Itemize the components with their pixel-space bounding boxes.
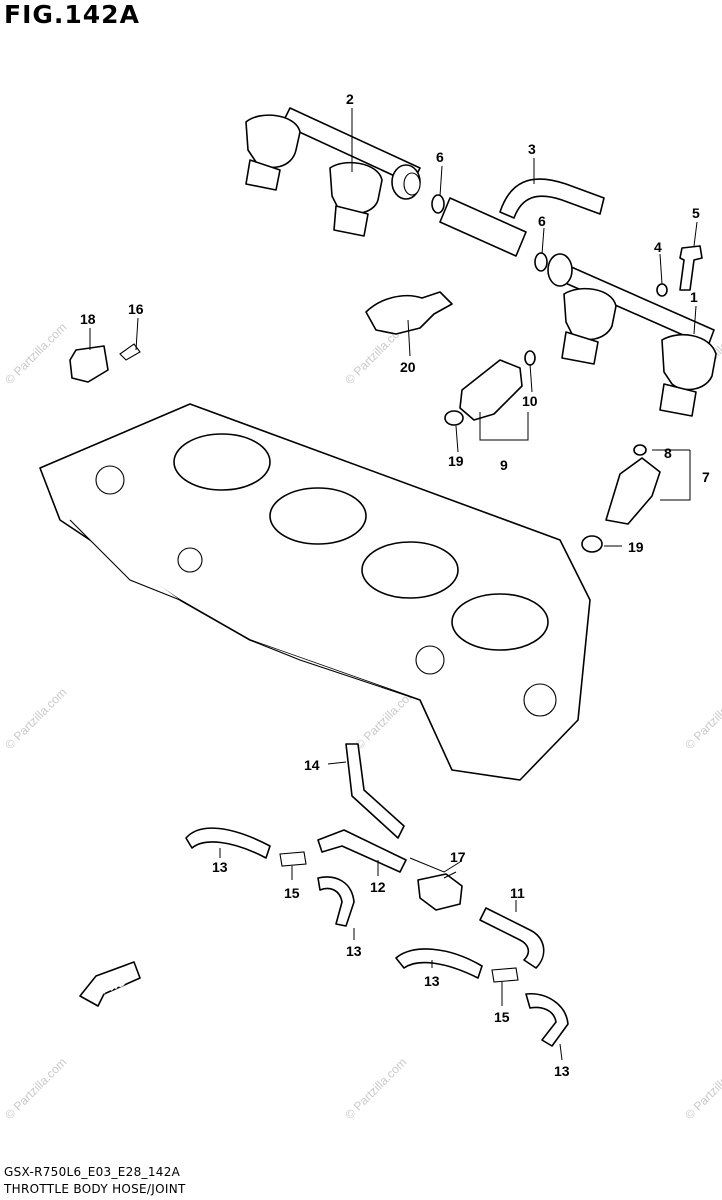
callout-label: 20 xyxy=(400,359,416,375)
injector xyxy=(605,457,661,525)
callout-label: 13 xyxy=(212,859,228,875)
callout-label: 8 xyxy=(664,445,672,461)
callout-label: 13 xyxy=(346,943,362,959)
screw xyxy=(119,343,141,361)
vacuum-hose xyxy=(395,948,483,979)
callout-label: 17 xyxy=(450,849,466,865)
callout-label: 16 xyxy=(128,301,144,317)
callout-label: 15 xyxy=(494,1009,510,1025)
figure-title: FIG.142A xyxy=(4,0,140,29)
callout-label: 7 xyxy=(702,469,710,485)
throttle-body xyxy=(39,403,591,781)
callouts: 2 6 3 6 5 4 1 16 18 20 10 19 9 8 7 19 14… xyxy=(80,91,710,1079)
washer xyxy=(656,283,668,297)
joint-fitting xyxy=(417,873,463,911)
footer-code: GSX-R750L6_E03_E28_142A xyxy=(4,1165,181,1179)
vacuum-hose xyxy=(479,907,545,969)
clamp xyxy=(365,291,453,335)
upper-delivery-pipe xyxy=(245,107,421,237)
vacuum-hose xyxy=(317,829,407,873)
callout-label: 10 xyxy=(522,393,538,409)
watermark: © Partzilla.com xyxy=(2,1055,69,1122)
callout-label: 14 xyxy=(304,757,320,773)
callout-label: 12 xyxy=(370,879,386,895)
vacuum-hose xyxy=(317,876,355,927)
fitting xyxy=(491,967,519,983)
watermark: © Partzilla.com xyxy=(342,1055,409,1122)
bolt xyxy=(679,245,703,291)
cushion xyxy=(581,535,603,553)
callout-label: 19 xyxy=(628,539,644,555)
fitting xyxy=(279,851,307,867)
callout-label: 1 xyxy=(690,289,698,305)
watermark: © Partzilla.com xyxy=(682,685,722,752)
o-ring xyxy=(524,350,536,366)
cushion xyxy=(444,410,464,426)
pipe-joint xyxy=(439,197,527,257)
callout-label: 15 xyxy=(284,885,300,901)
callout-label: 9 xyxy=(500,457,508,473)
callout-label: 19 xyxy=(448,453,464,469)
callout-label: 5 xyxy=(692,205,700,221)
fwd-arrow: FWD xyxy=(79,961,141,1007)
o-ring xyxy=(431,194,445,214)
callout-label: 13 xyxy=(424,973,440,989)
vacuum-hose xyxy=(525,993,569,1047)
o-ring xyxy=(534,252,548,272)
watermark: © Partzilla.com xyxy=(2,320,69,387)
watermark: © Partzilla.com xyxy=(682,1055,722,1122)
callout-label: 6 xyxy=(436,149,444,165)
injector xyxy=(459,359,523,421)
callout-label: 13 xyxy=(554,1063,570,1079)
sensor xyxy=(69,345,109,383)
callout-label: 6 xyxy=(538,213,546,229)
vacuum-hose xyxy=(185,827,271,859)
callout-label: 11 xyxy=(510,885,525,901)
leader-lines xyxy=(89,108,698,1061)
watermark: © Partzilla.com xyxy=(2,685,69,752)
vacuum-hose xyxy=(345,743,405,839)
footer-title: THROTTLE BODY HOSE/JOINT xyxy=(4,1182,186,1196)
callout-label: 18 xyxy=(80,311,96,327)
o-ring xyxy=(633,444,647,456)
callout-label: 3 xyxy=(528,141,536,157)
callout-label: 2 xyxy=(346,91,354,107)
fuel-hose xyxy=(499,178,605,219)
lower-delivery-pipe xyxy=(547,253,717,417)
callout-label: 4 xyxy=(654,239,662,255)
